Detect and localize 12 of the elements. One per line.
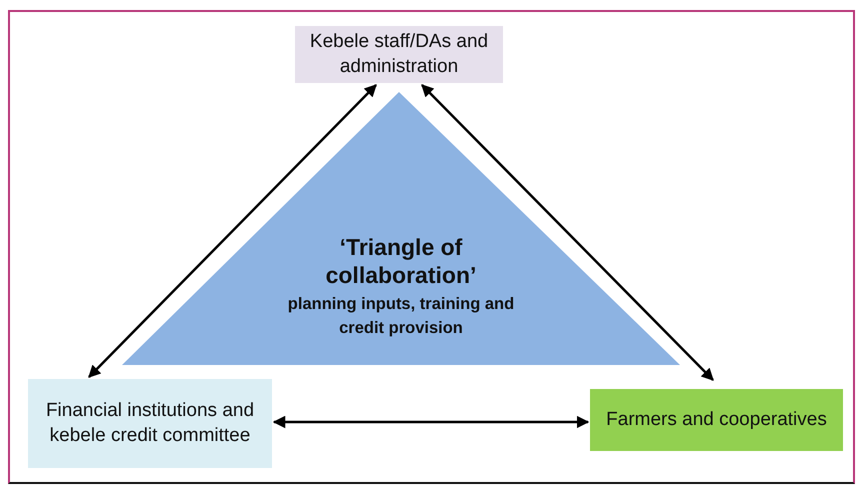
triangle-description: planning inputs, training and credit provision	[286, 294, 516, 340]
node-label: Farmers and cooperatives	[606, 408, 827, 432]
farmers-box	[590, 389, 843, 451]
double-arrow	[272, 416, 590, 428]
double-arrow	[421, 84, 714, 381]
triangle-title: ‘Triangle of collaboration’	[324, 234, 478, 290]
administration-box	[295, 26, 503, 83]
double-arrow	[88, 84, 377, 378]
node-label: Kebele staff/DAs and administration	[308, 30, 490, 78]
triangle-shape	[122, 92, 680, 365]
node-label: Financial institutions and kebele credit committee	[44, 398, 256, 448]
finance-box	[28, 379, 272, 468]
